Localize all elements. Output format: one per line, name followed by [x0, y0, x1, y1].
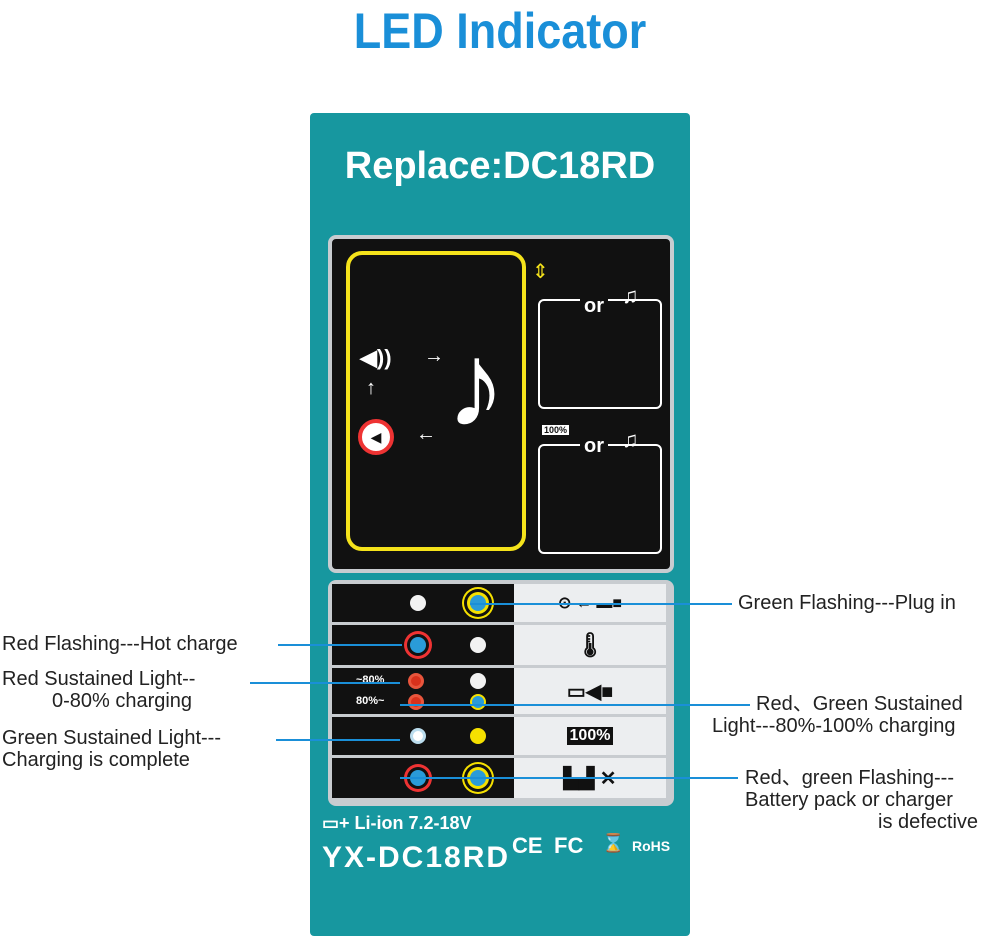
- callout-red-sustained-line1: Red Sustained Light--: [2, 668, 196, 690]
- red-led-flashing: [410, 637, 426, 653]
- model-number: YX-DC18RD: [322, 841, 511, 874]
- callout-line-complete: [276, 739, 400, 741]
- arrow-up-icon: ↑: [366, 377, 376, 399]
- full-label: 100%: [566, 727, 614, 745]
- battery-icon: ▭+: [322, 813, 355, 833]
- callout-red-sustained-line2: 0-80% charging: [51, 690, 193, 712]
- red-led-on: [408, 673, 424, 689]
- charger-diagram-2: [538, 444, 662, 554]
- callout-defective-line3: is defective: [878, 811, 979, 833]
- callout-defective-line1: Red、green Flashing---: [745, 767, 954, 789]
- or-label-1: or: [580, 295, 608, 318]
- battery-full-icon: 100%: [514, 717, 666, 755]
- ce-mark: CE: [512, 833, 543, 858]
- music-note-icon: ♪: [446, 318, 506, 452]
- led-row-charging: ~80% 80%~ ▭◀■: [332, 668, 666, 714]
- green-led-on: [470, 728, 486, 744]
- callout-complete-line1: Green Sustained Light---: [2, 727, 222, 749]
- callout-hot-charge: Red Flashing---Hot charge: [2, 633, 238, 655]
- callout-red-green-line2: Light---80%-100% charging: [712, 715, 956, 737]
- weee-bin-icon: ⌛: [602, 833, 625, 853]
- spec-text: Li-ion 7.2-18V: [354, 813, 472, 833]
- replace-title: Replace:DC18RD: [344, 145, 656, 187]
- speaker-on-icon: ◀)): [360, 345, 392, 370]
- arrow-left-icon: ←: [416, 423, 436, 445]
- low-percent-label: ~80%: [356, 674, 385, 686]
- led-row-complete: 100%: [332, 717, 666, 755]
- or-label-2: or: [580, 435, 608, 458]
- callout-line-red-sustained: [250, 682, 400, 684]
- sound-mode-diagram: ◀)) → ↑ ◀ ← ♪ ⇕ or ♫ 100% or ♫: [328, 235, 674, 573]
- callout-defective-line2: Battery pack or charger: [745, 789, 953, 811]
- red-led-off: [410, 595, 426, 611]
- sound-button-frame: ◀)) → ↑ ◀ ← ♪: [346, 251, 526, 551]
- up-down-arrow-icon: ⇕: [532, 261, 549, 283]
- music-notes-icon: ♫: [622, 283, 639, 308]
- red-led-off: [410, 728, 426, 744]
- led-status-table: ⊙ ← ▬■ 🌡 ~80% 80%~ ▭◀■ 100% ▙▟ ✕: [328, 580, 674, 806]
- callout-line-hot-charge: [278, 644, 402, 646]
- green-led-off: [470, 673, 486, 689]
- callout-line-red-green: [400, 704, 750, 706]
- battery-full-badge: 100%: [542, 425, 570, 435]
- music-notes-icon: ♫: [622, 427, 639, 452]
- callout-red-green-line1: Red、Green Sustained: [756, 693, 963, 715]
- callout-complete-line2: Charging is complete: [2, 749, 190, 771]
- callout-plug-in: Green Flashing---Plug in: [738, 592, 956, 614]
- callout-line-plug-in: [470, 603, 732, 605]
- callout-line-defective: [400, 777, 738, 779]
- speaker-mute-icon: ◀: [358, 419, 394, 455]
- battery-charging-icon: ▭◀■: [514, 668, 666, 714]
- page-title: LED Indicator: [353, 3, 647, 59]
- charger-label-panel: Replace:DC18RD ◀)) → ↑ ◀ ← ♪ ⇕ or ♫ 100%…: [310, 113, 690, 936]
- rohs-mark: RoHS: [632, 838, 671, 854]
- thermometer-icon: 🌡: [514, 625, 666, 665]
- green-led-off: [470, 637, 486, 653]
- arrow-right-icon: →: [424, 345, 444, 367]
- fc-mark: FC: [554, 833, 584, 858]
- red-led-on: [408, 694, 424, 710]
- high-percent-label: 80%~: [356, 695, 385, 707]
- voltage-spec: ▭+ Li-ion 7.2-18V: [322, 813, 472, 834]
- green-led-on: [470, 694, 486, 710]
